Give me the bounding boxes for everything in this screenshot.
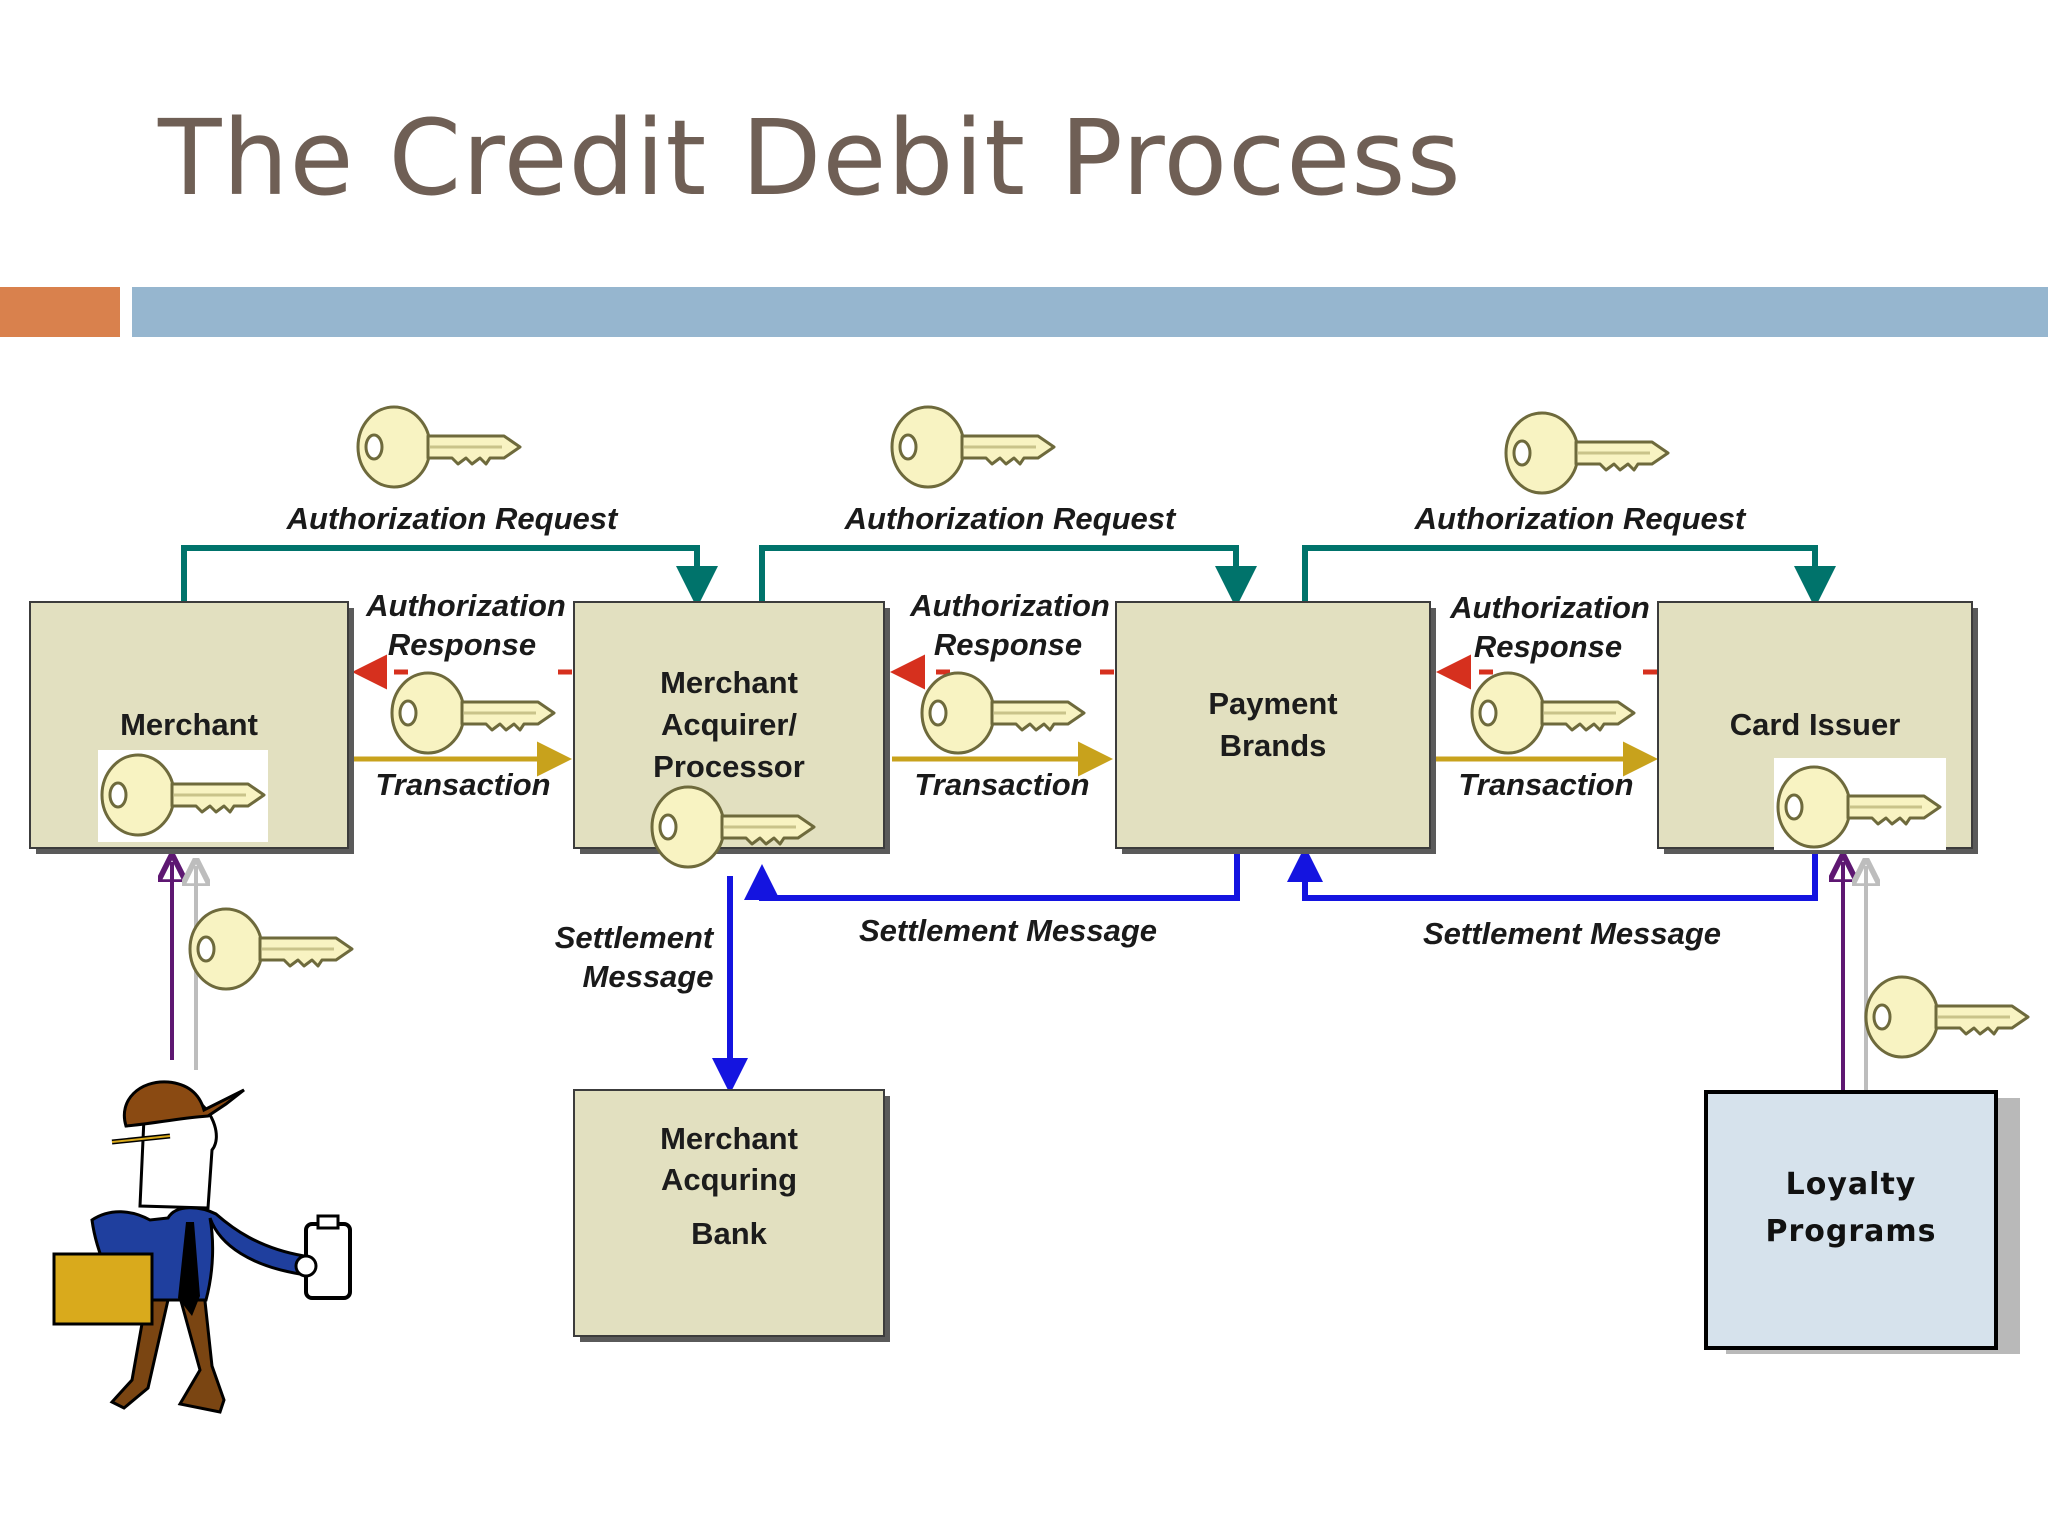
auth-request-label-1: Authorization Request <box>286 501 619 536</box>
brands-box: Payment Brands <box>1115 601 1436 854</box>
loyalty-label-line-1: Loyalty <box>1786 1167 1917 1202</box>
key-icon <box>1470 671 1636 755</box>
brands-label-line-2: Brands <box>1220 728 1327 763</box>
auth-request-arrow-1 <box>181 545 718 608</box>
auth-response-label-2a: Authorization <box>909 588 1110 623</box>
acquirer-box: Merchant Acquirer/ Processor <box>573 601 890 854</box>
settlement-arrow-brands-to-acquirer <box>744 848 1240 901</box>
bank-label-line-3: Bank <box>691 1216 768 1251</box>
loyalty-box: Loyalty Programs <box>1704 1090 2020 1354</box>
bank-box: Merchant Acquring Bank <box>573 1089 890 1342</box>
key-icon <box>890 405 1056 489</box>
auth-response-label-3b: Response <box>1474 629 1622 664</box>
brands-label-line-1: Payment <box>1208 686 1337 721</box>
acquirer-label-line-2: Acquirer/ <box>661 707 797 742</box>
key-icon <box>920 671 1086 755</box>
accent-bar-blue <box>132 287 2048 337</box>
bank-label-line-2: Acquring <box>661 1162 797 1197</box>
merchant-box: Merchant <box>29 601 354 854</box>
key-icon <box>1504 411 1670 495</box>
auth-request-label-3: Authorization Request <box>1414 501 1747 536</box>
auth-request-label-2: Authorization Request <box>844 501 1177 536</box>
settlement-label-bank-line-1: Settlement <box>555 920 715 955</box>
bank-label-line-1: Merchant <box>660 1121 798 1156</box>
acquirer-label-line-3: Processor <box>653 749 805 784</box>
key-icon <box>1864 975 2030 1059</box>
transaction-label-1: Transaction <box>375 767 550 802</box>
auth-request-arrow-3 <box>1302 545 1836 608</box>
key-icon <box>188 907 354 991</box>
settlement-label-bank-line-2: Message <box>583 959 714 994</box>
issuer-label: Card Issuer <box>1730 707 1901 742</box>
slide-title: The Credit Debit Process <box>158 97 1462 219</box>
acquirer-label-line-1: Merchant <box>660 665 798 700</box>
loyalty-label-line-2: Programs <box>1765 1214 1936 1249</box>
auth-request-arrows <box>181 545 1836 608</box>
transaction-label-2: Transaction <box>914 767 1089 802</box>
key-icon <box>390 671 556 755</box>
merchant-person-icon <box>52 1080 352 1414</box>
auth-response-label-3a: Authorization <box>1449 590 1650 625</box>
settlement-arrow-issuer-to-brands <box>1287 846 1818 901</box>
transaction-labels: Transaction Transaction Transaction <box>375 767 1633 802</box>
settlement-labels: Settlement Message Settlement Message Se… <box>555 913 1721 994</box>
auth-request-arrow-2 <box>759 545 1257 608</box>
settlement-label-issuer: Settlement Message <box>1423 916 1721 951</box>
auth-response-label-1b: Response <box>388 627 536 662</box>
auth-response-labels: Authorization Response Authorization Res… <box>365 588 1650 664</box>
auth-response-label-1a: Authorization <box>365 588 566 623</box>
auth-response-label-2b: Response <box>934 627 1082 662</box>
accent-bar-orange <box>0 287 120 337</box>
merchant-label: Merchant <box>120 707 258 742</box>
key-icon <box>356 405 522 489</box>
auth-request-labels: Authorization Request Authorization Requ… <box>286 501 1747 536</box>
transaction-label-3: Transaction <box>1458 767 1633 802</box>
settlement-arrows <box>712 846 1818 1094</box>
settlement-label-brands: Settlement Message <box>859 913 1157 948</box>
